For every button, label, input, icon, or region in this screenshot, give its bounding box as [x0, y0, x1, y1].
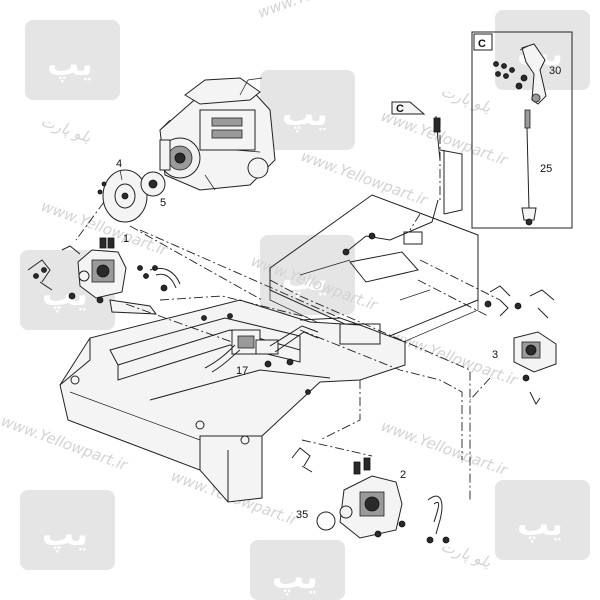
part-number: 3 — [492, 349, 498, 361]
watermark-logo: یپ — [260, 70, 355, 150]
svg-text:یپ: یپ — [282, 260, 328, 298]
pump-2 — [291, 447, 450, 544]
svg-text:یپ: یپ — [517, 505, 563, 543]
detail-box-c: C 30 25 — [471, 31, 573, 229]
hose-pump1 — [149, 267, 181, 292]
watermark-logo: یپ — [250, 540, 345, 600]
engine — [159, 77, 276, 191]
part-number: 2 — [400, 469, 406, 481]
watermark-logo: یپ — [495, 10, 590, 90]
watermark-text: www.Yellowpart.ir — [379, 417, 511, 480]
watermark-text: www.Yellowpart.ir — [255, 0, 387, 22]
watermark-logo: یپ — [260, 235, 355, 315]
part-number: 1 — [123, 233, 129, 245]
detail-label-frame — [473, 33, 493, 51]
routing-lines — [75, 118, 501, 500]
fittings — [33, 265, 311, 395]
valve-17 — [204, 325, 319, 373]
part-number: 35 — [296, 509, 308, 521]
platform — [269, 194, 479, 353]
part-number: 25 — [540, 163, 552, 175]
control-rod — [342, 115, 463, 256]
callout-pointer-c: C — [391, 101, 426, 115]
part-number: 5 — [160, 197, 166, 209]
watermark-text: www.Yellowpart.ir — [389, 327, 521, 390]
leader-line — [119, 169, 123, 181]
part-number: 4 — [116, 158, 122, 170]
part-number: 30 — [549, 65, 561, 77]
svg-text:یپ: یپ — [282, 95, 328, 133]
watermark-logo: یپ — [25, 20, 120, 100]
watermark-logo: یپ — [495, 480, 590, 560]
svg-text:C: C — [396, 103, 404, 115]
watermark-text: یلو پارت — [39, 112, 94, 147]
lever-30 — [493, 43, 547, 105]
svg-text:یپ: یپ — [272, 558, 318, 596]
cable-25 — [521, 109, 537, 226]
watermark-text: یلو پارت — [439, 82, 494, 117]
detail-label: C — [478, 38, 486, 50]
flywheel-4 — [97, 169, 148, 223]
motor-3 — [484, 285, 557, 405]
watermark-text: www.Yellowpart.ir — [379, 107, 511, 170]
o-ring-35 — [316, 511, 336, 531]
watermark-logo: یپ — [20, 490, 115, 570]
part-number: 17 — [236, 365, 248, 377]
detail-frame — [471, 31, 573, 229]
svg-text:یپ: یپ — [42, 515, 88, 553]
svg-text:یپ: یپ — [47, 45, 93, 83]
coupling-5 — [140, 171, 166, 197]
